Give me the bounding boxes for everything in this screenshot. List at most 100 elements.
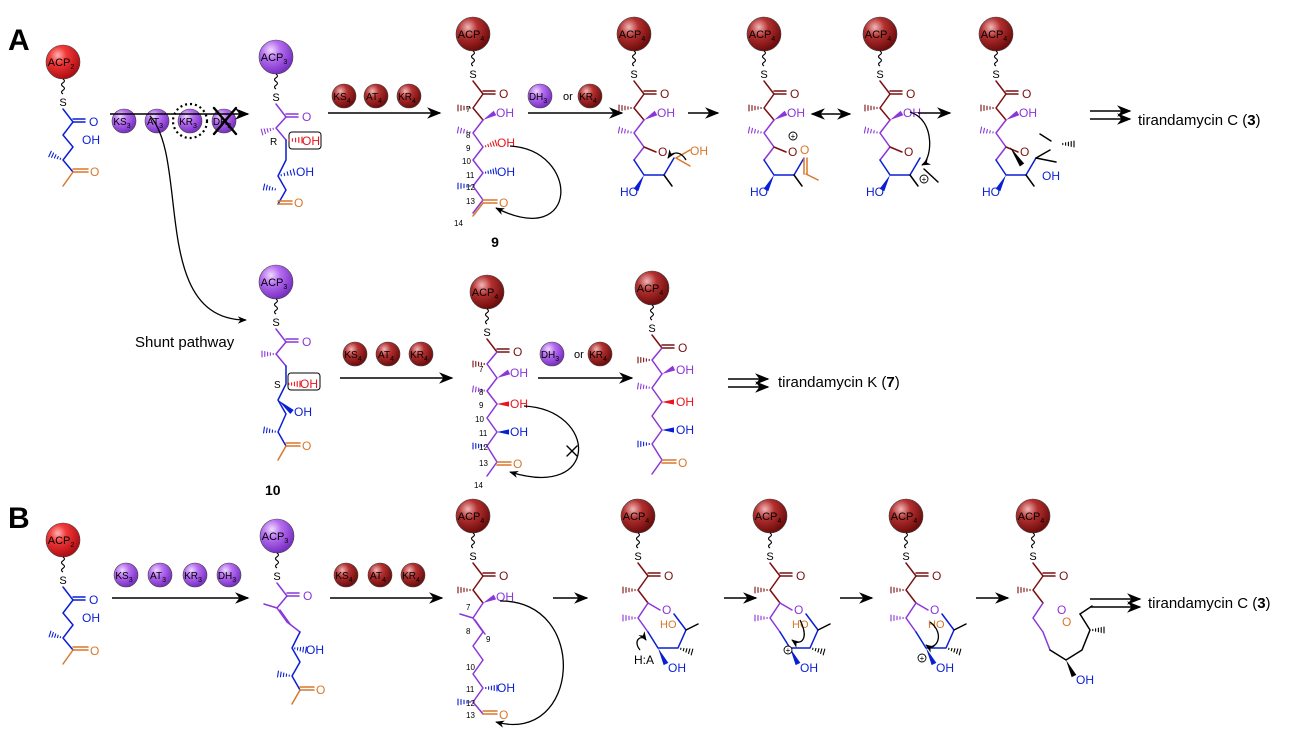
thioester-bond bbox=[763, 80, 775, 95]
hash-stroke bbox=[866, 127, 870, 134]
domain-subscript: 4 bbox=[358, 356, 362, 363]
sulfur-atom: S bbox=[766, 551, 773, 563]
hydroxyl-group: OH bbox=[510, 366, 528, 380]
alkene-bond bbox=[474, 619, 486, 635]
thioester-bond bbox=[905, 562, 917, 577]
domain-subscript: 4 bbox=[913, 518, 917, 525]
hash-stroke bbox=[268, 428, 271, 434]
domain-subscript: 3 bbox=[159, 123, 163, 130]
methyl-bond bbox=[805, 173, 819, 181]
carbon-number: 9 bbox=[486, 635, 491, 644]
domain-subscript: 4 bbox=[777, 518, 781, 525]
hash-bond bbox=[457, 104, 471, 112]
hash-bond bbox=[288, 380, 301, 388]
cation-symbol: + bbox=[788, 131, 798, 141]
hash-bond bbox=[948, 647, 962, 656]
domain-label: KS3 bbox=[113, 117, 130, 130]
domain-sphere bbox=[331, 83, 357, 109]
kr4-domain: KR4 bbox=[408, 341, 434, 367]
wedge-bond bbox=[644, 110, 658, 120]
domain-sphere bbox=[408, 341, 434, 367]
methyl-bond bbox=[472, 202, 484, 217]
acp-domain: ACP4 bbox=[455, 498, 491, 534]
cation-plus: + bbox=[922, 175, 927, 184]
domain-label: KS4 bbox=[335, 571, 352, 584]
highlight-box bbox=[287, 372, 321, 391]
multistep-arrow bbox=[728, 373, 770, 393]
carbonyl-oxygen: O bbox=[302, 335, 311, 349]
domain-subscript: 4 bbox=[480, 36, 484, 43]
hash-bond bbox=[618, 104, 632, 112]
domain-subscript: 3 bbox=[127, 123, 131, 130]
hash-stroke bbox=[953, 648, 956, 653]
carbon-number: 11 bbox=[466, 685, 475, 694]
bond bbox=[1035, 157, 1057, 163]
wedge-bond bbox=[890, 110, 904, 120]
domain-label: ACP4 bbox=[623, 511, 650, 525]
domain-sphere bbox=[577, 83, 603, 109]
domain-label: AT4 bbox=[366, 92, 382, 105]
hash-stroke bbox=[459, 127, 463, 134]
domain-subscript: 2 bbox=[70, 542, 74, 549]
domain-sphere bbox=[333, 562, 359, 588]
hash-bond bbox=[863, 126, 878, 134]
hydroxyl-group: OH bbox=[497, 136, 515, 150]
domain-subscript: 4 bbox=[659, 290, 663, 297]
domain-label: DH3 bbox=[541, 350, 559, 363]
squiggle-bond bbox=[470, 532, 476, 549]
kr3-domain: KR3 bbox=[177, 108, 203, 134]
domain-sphere bbox=[367, 562, 393, 588]
domain-subscript: 3 bbox=[283, 59, 287, 66]
hash-bond bbox=[748, 104, 762, 112]
domain-label: KR3 bbox=[184, 571, 202, 584]
hash-stroke bbox=[870, 128, 872, 134]
bond-chain bbox=[275, 116, 287, 141]
domain-label: ACP4 bbox=[1018, 511, 1045, 525]
acp-domain: ACP4 bbox=[862, 16, 898, 52]
hash-stroke bbox=[817, 648, 820, 653]
thioester-bond bbox=[1032, 562, 1044, 577]
hash-stroke bbox=[687, 648, 691, 655]
wedge-bond bbox=[658, 648, 669, 666]
hash-bond bbox=[622, 586, 636, 594]
squiggle-bond bbox=[484, 308, 490, 325]
hydroxyl-group: HO bbox=[982, 185, 1000, 199]
carbon-number: 9 bbox=[466, 144, 471, 153]
hydroxyl-group: OH bbox=[800, 661, 818, 675]
close-paren: ) bbox=[1256, 112, 1261, 129]
squiggle-bond bbox=[635, 532, 641, 549]
bond-chain bbox=[651, 347, 663, 475]
thioester-bond bbox=[486, 338, 498, 353]
domain-subscript: 3 bbox=[129, 577, 133, 584]
domain-subscript: 2 bbox=[70, 64, 74, 71]
hash-bond bbox=[890, 586, 904, 594]
domain-sphere bbox=[342, 341, 368, 367]
hydroxyl-group: OH bbox=[497, 165, 515, 179]
domain-label: KR3 bbox=[179, 117, 197, 130]
domain-label: AT3 bbox=[150, 571, 166, 584]
domain-subscript: 4 bbox=[887, 36, 891, 43]
bond-chain bbox=[486, 351, 498, 477]
domain-label: ACP4 bbox=[981, 29, 1008, 43]
domain-subscript: 4 bbox=[1040, 518, 1044, 525]
domain-label: AT4 bbox=[370, 571, 386, 584]
cation-plus: + bbox=[920, 654, 925, 663]
domain-label: ACP4 bbox=[458, 29, 485, 43]
hash-bond bbox=[617, 126, 632, 134]
base-label: H:A bbox=[634, 653, 654, 667]
hash-stroke bbox=[814, 647, 817, 652]
carbon-number: 11 bbox=[479, 429, 488, 438]
hash-stroke bbox=[617, 126, 621, 134]
ring-oxygen: O bbox=[788, 145, 797, 159]
methyl-bond bbox=[675, 157, 691, 167]
carbonyl-oxygen: O bbox=[790, 87, 799, 101]
bond bbox=[647, 602, 661, 611]
carbon-number: 13 bbox=[479, 459, 488, 468]
hash-stroke bbox=[863, 126, 867, 134]
multistep-arrow bbox=[1090, 105, 1132, 125]
bond-chain bbox=[769, 602, 781, 633]
ketone-oxygen: O bbox=[316, 683, 325, 697]
domain-subscript: 4 bbox=[593, 98, 597, 105]
domain-label: DH3 bbox=[218, 571, 236, 584]
